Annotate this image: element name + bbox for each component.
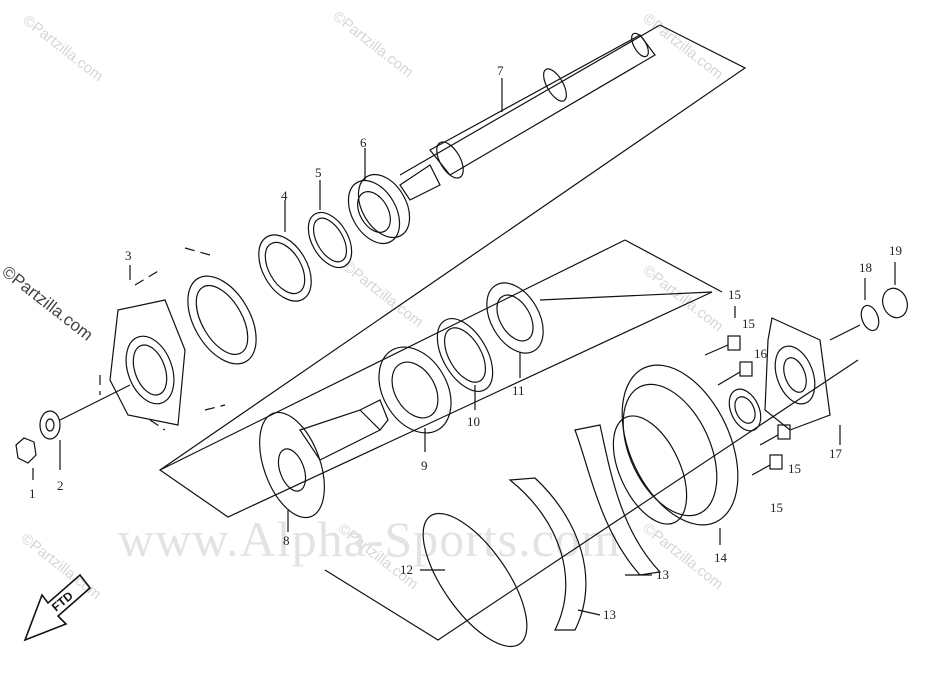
shim-13-lower (508, 477, 587, 631)
callout-5: 5 (315, 165, 322, 180)
seal-3 (187, 275, 257, 365)
ring-5 (307, 211, 353, 269)
callout-14: 14 (714, 550, 727, 565)
nut-1 (15, 437, 37, 464)
bearing-11 (486, 282, 544, 354)
callout-11: 11 (512, 383, 525, 398)
washer-18 (860, 304, 880, 332)
bearing-10 (436, 318, 494, 392)
bolt-15 (704, 335, 791, 476)
watermark-alpha: www.Alpha-Sports.com (118, 511, 621, 567)
housing-flange-left (109, 299, 186, 426)
washer-2 (39, 410, 61, 440)
nut-19 (882, 287, 908, 319)
group-outline-lower (324, 359, 859, 641)
callout-12: 12 (400, 562, 413, 577)
housing-14 (612, 364, 739, 526)
callout-16: 16 (754, 346, 767, 361)
shaft-7 (399, 32, 656, 201)
shim-13-upper (574, 424, 662, 576)
seal-4 (258, 234, 312, 302)
callout-15-a: 15 (728, 287, 741, 302)
callout-3: 3 (125, 248, 132, 263)
callout-8: 8 (283, 533, 290, 548)
callout-1: 1 (29, 486, 36, 501)
flange-17 (764, 317, 831, 431)
callout-18: 18 (859, 260, 872, 275)
bearing-6 (347, 173, 411, 245)
callout-6: 6 (360, 135, 367, 150)
callout-19: 19 (889, 243, 902, 258)
callout-4: 4 (281, 188, 288, 203)
callout-13-lower: 13 (603, 607, 616, 622)
group-outline-upper (158, 24, 747, 518)
bevel-gear-8 (259, 399, 389, 519)
callout-7: 7 (497, 63, 504, 78)
callout-10: 10 (467, 414, 480, 429)
bearing-9 (378, 346, 452, 434)
ftd-label: FTD (49, 588, 76, 614)
ftd-arrow (23, 573, 92, 642)
seal-16 (728, 388, 762, 432)
callout-15-c: 15 (788, 461, 801, 476)
callout-13-upper: 13 (656, 567, 669, 582)
callout-9: 9 (421, 458, 428, 473)
callout-15-d: 15 (770, 500, 783, 515)
group-outline-mid (624, 239, 723, 293)
callout-17: 17 (829, 446, 842, 461)
o-ring-12 (422, 512, 528, 648)
callout-15-b: 15 (742, 316, 755, 331)
callout-2: 2 (57, 478, 64, 493)
